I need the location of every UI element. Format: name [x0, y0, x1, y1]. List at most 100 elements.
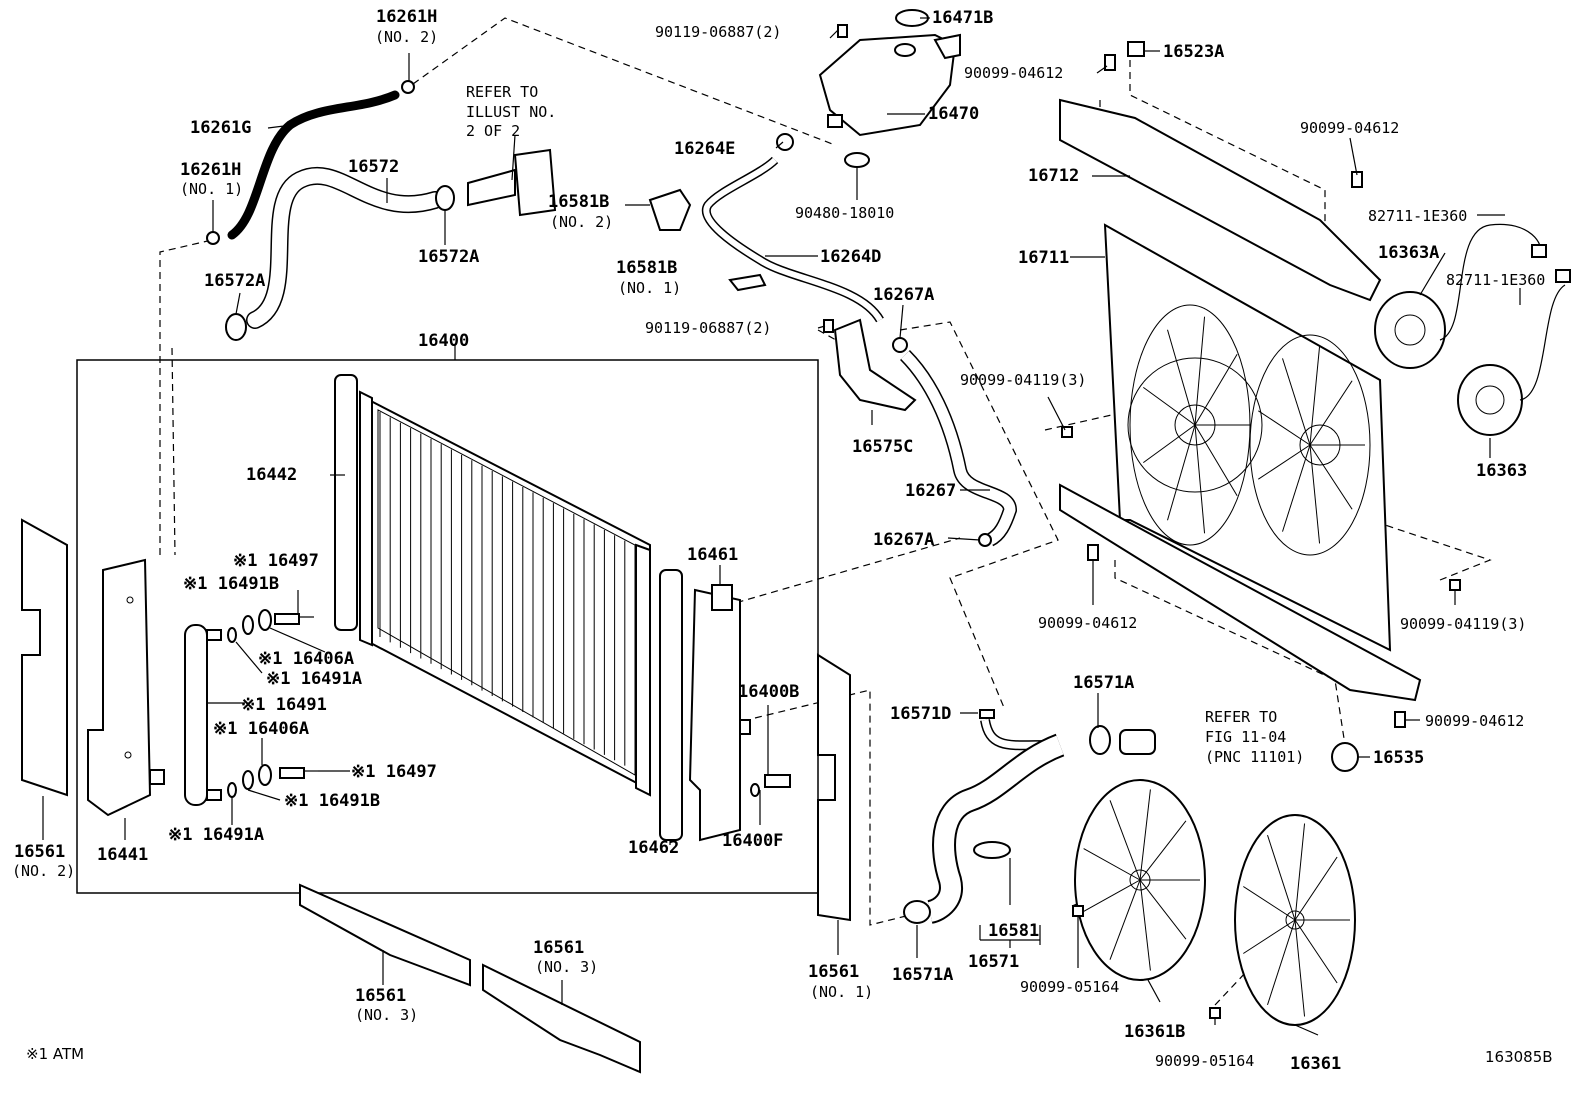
fan-blade: [1294, 919, 1306, 1017]
fan-blade: [1282, 358, 1311, 446]
radiator-assembly-box: [76, 359, 819, 894]
label-16442: 16442: [246, 465, 297, 485]
part-labels: 16261H (NO. 2) 16261G 16261H (NO. 1) 165…: [12, 7, 1545, 1074]
fan-blade: [1309, 444, 1321, 544]
label-16572: 16572: [348, 157, 399, 177]
label-16571A-bottom: 16571A: [892, 965, 953, 985]
label-16561-no3-left-sub: (NO. 3): [355, 1006, 418, 1024]
fan-blade: [1083, 879, 1141, 912]
label-16491: ※1 16491: [241, 695, 327, 715]
label-16267: 16267: [905, 481, 956, 501]
fan-blade: [1309, 346, 1321, 446]
radiator-core: [359, 390, 651, 797]
baffle-16561-no3-left: [299, 883, 471, 987]
label-16261H-no1: 16261H: [180, 160, 241, 180]
label-16581B-no2: 16581B: [548, 192, 609, 212]
label-90480: 90480-18010: [795, 204, 894, 222]
label-90119-mid: 90119-06887(2): [645, 319, 771, 337]
fan-blade: [1194, 424, 1238, 496]
label-90099-04612-top: 90099-04612: [964, 64, 1063, 82]
label-90099-04119-right: 90099-04119(3): [1400, 615, 1526, 633]
label-16561-no1: 16561: [808, 962, 859, 982]
baffle-16561-no2: [21, 518, 68, 797]
label-16363A: 16363A: [1378, 243, 1439, 263]
drain-fittings: [227, 609, 791, 798]
fan-blade: [1194, 354, 1238, 426]
fan-blade: [1294, 856, 1338, 921]
label-16571D: 16571D: [890, 704, 951, 724]
label-refer-fig-2: FIG 11-04: [1205, 728, 1286, 746]
fan-blade: [1139, 820, 1187, 881]
fan-blade: [1167, 424, 1196, 521]
label-16561-no2-sub: (NO. 2): [12, 862, 75, 880]
fan-blade: [1258, 444, 1311, 480]
footnote-atm: ※1 ATM: [26, 1045, 84, 1063]
label-16497-bottom: ※1 16497: [351, 762, 437, 782]
tank-16441: [87, 558, 165, 817]
label-16581B-no1-sub: (NO. 1): [618, 279, 681, 297]
label-16363: 16363: [1476, 461, 1527, 481]
label-16491A-bottom: ※1 16491A: [168, 825, 264, 845]
label-16461: 16461: [687, 545, 738, 565]
label-90099-05164-left: 90099-05164: [1020, 978, 1119, 996]
label-90099-05164-right: 90099-05164: [1155, 1052, 1254, 1070]
label-82711-top: 82711-1E360: [1368, 207, 1467, 225]
fan-blade: [1139, 879, 1151, 971]
label-16261G: 16261G: [190, 118, 251, 138]
label-16264E: 16264E: [674, 139, 735, 159]
label-16400B: 16400B: [738, 682, 799, 702]
label-16267A-top: 16267A: [873, 285, 934, 305]
label-16535: 16535: [1373, 748, 1424, 768]
label-refer-illust-2: ILLUST NO.: [466, 103, 556, 121]
label-16711: 16711: [1018, 248, 1069, 268]
label-refer-fig-3: (PNC 11101): [1205, 748, 1304, 766]
label-16441: 16441: [97, 845, 148, 865]
fan-blade: [1139, 879, 1187, 940]
label-16572A-right: 16572A: [418, 247, 479, 267]
fan-blade: [1258, 410, 1311, 446]
tank-16461: [688, 584, 751, 842]
fan-blade: [1167, 329, 1196, 426]
gasket-16442: [334, 374, 358, 631]
label-16400F: 16400F: [722, 831, 783, 851]
illustration-code: 163085B: [1485, 1048, 1553, 1066]
fan-blade: [1294, 919, 1338, 984]
label-16264D: 16264D: [820, 247, 881, 267]
label-16261H-no2-sub: (NO. 2): [375, 28, 438, 46]
fan-blade: [1083, 848, 1141, 881]
label-16491A-top: ※1 16491A: [266, 669, 362, 689]
fan-blade: [1109, 879, 1141, 960]
fan-blade: [1109, 800, 1141, 881]
label-16406A-bottom: ※1 16406A: [213, 719, 309, 739]
label-16561-no3-right: 16561: [533, 938, 584, 958]
label-16571: 16571: [968, 952, 1019, 972]
label-refer-fig-1: REFER TO: [1205, 708, 1277, 726]
baffle-16561-no3-right: [482, 963, 641, 1074]
fan-blade: [1294, 823, 1306, 921]
label-16261H-no1-sub: (NO. 1): [180, 180, 243, 198]
fan-blade: [1139, 789, 1151, 881]
fan-motor-16363: [1457, 364, 1523, 436]
label-16406A-top: ※1 16406A: [258, 649, 354, 669]
label-82711-bottom: 82711-1E360: [1446, 271, 1545, 289]
reservoir-tank-16470: [818, 9, 961, 168]
label-90099-04612-bottom: 90099-04612: [1425, 712, 1524, 730]
bracket-16581B-no2: [648, 188, 692, 231]
fan-blade: [1309, 444, 1353, 510]
label-16561-no1-sub: (NO. 1): [810, 983, 873, 1001]
label-16471B: 16471B: [932, 8, 993, 28]
gasket-16462: [659, 569, 683, 841]
label-16497-top: ※1 16497: [233, 551, 319, 571]
fan-blade: [1267, 919, 1296, 1006]
fan-blade: [1243, 919, 1296, 954]
label-16523A: 16523A: [1163, 42, 1224, 62]
bracket-16581B-no1: [728, 273, 767, 292]
outlet-fitting: [467, 148, 557, 217]
fan-blade: [1143, 386, 1196, 426]
bracket-16575C: [833, 318, 917, 412]
label-16572A-left: 16572A: [204, 271, 265, 291]
label-16267A-bottom: 16267A: [873, 530, 934, 550]
label-90099-04612-right: 90099-04612: [1300, 119, 1399, 137]
label-16561-no3-left: 16561: [355, 986, 406, 1006]
